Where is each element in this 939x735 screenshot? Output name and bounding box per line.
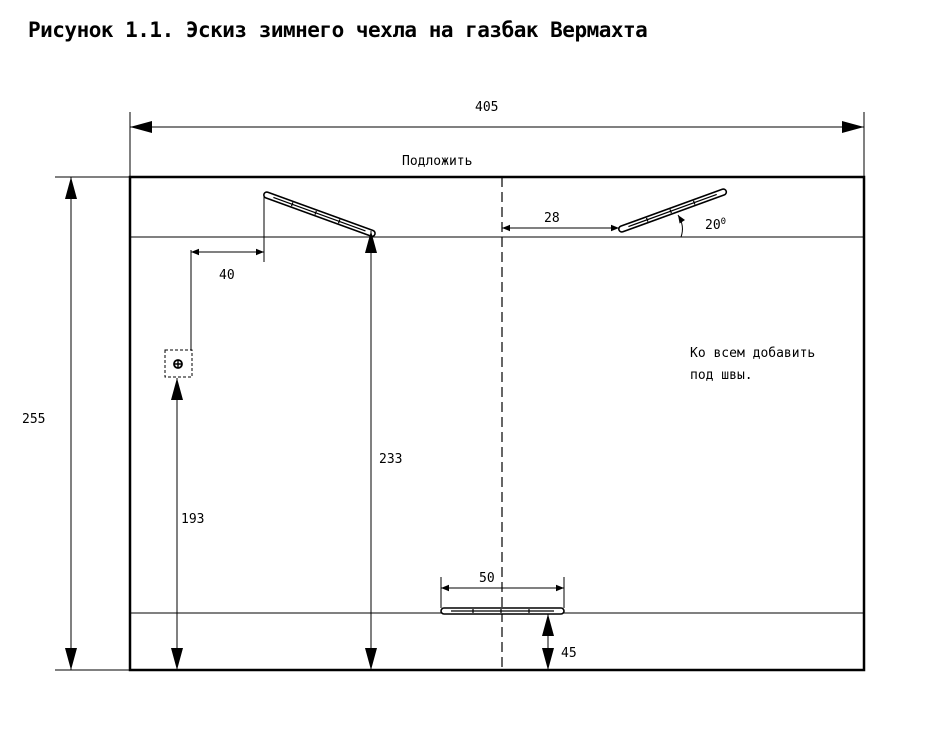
angle-arc: [677, 214, 685, 238]
slot-upper-left: [263, 191, 376, 238]
dimension-28-label: 28: [544, 211, 560, 226]
dimension-50-label: 50: [479, 571, 495, 586]
sheet-outline: [128, 175, 866, 672]
mark-cross: [174, 360, 182, 368]
mark-box: [164, 349, 193, 378]
figure-title: Рисунок 1.1. Эскиз зимнего чехла на газб…: [28, 18, 648, 42]
dimension-233-label: 233: [379, 452, 402, 467]
width-label: 405: [475, 100, 498, 115]
slot-upper-right: [618, 188, 728, 233]
slot-bottom: [440, 607, 565, 615]
note-line-2: под швы.: [690, 368, 753, 383]
dimension-193-label: 193: [181, 512, 204, 527]
angle-label: 200: [705, 217, 726, 233]
dimension-40-label: 40: [219, 268, 235, 283]
note-line-1: Ко всем добавить: [690, 346, 815, 361]
height-label: 255: [22, 412, 45, 427]
top-note: Подложить: [402, 154, 472, 169]
dimension-45-label: 45: [561, 646, 577, 661]
